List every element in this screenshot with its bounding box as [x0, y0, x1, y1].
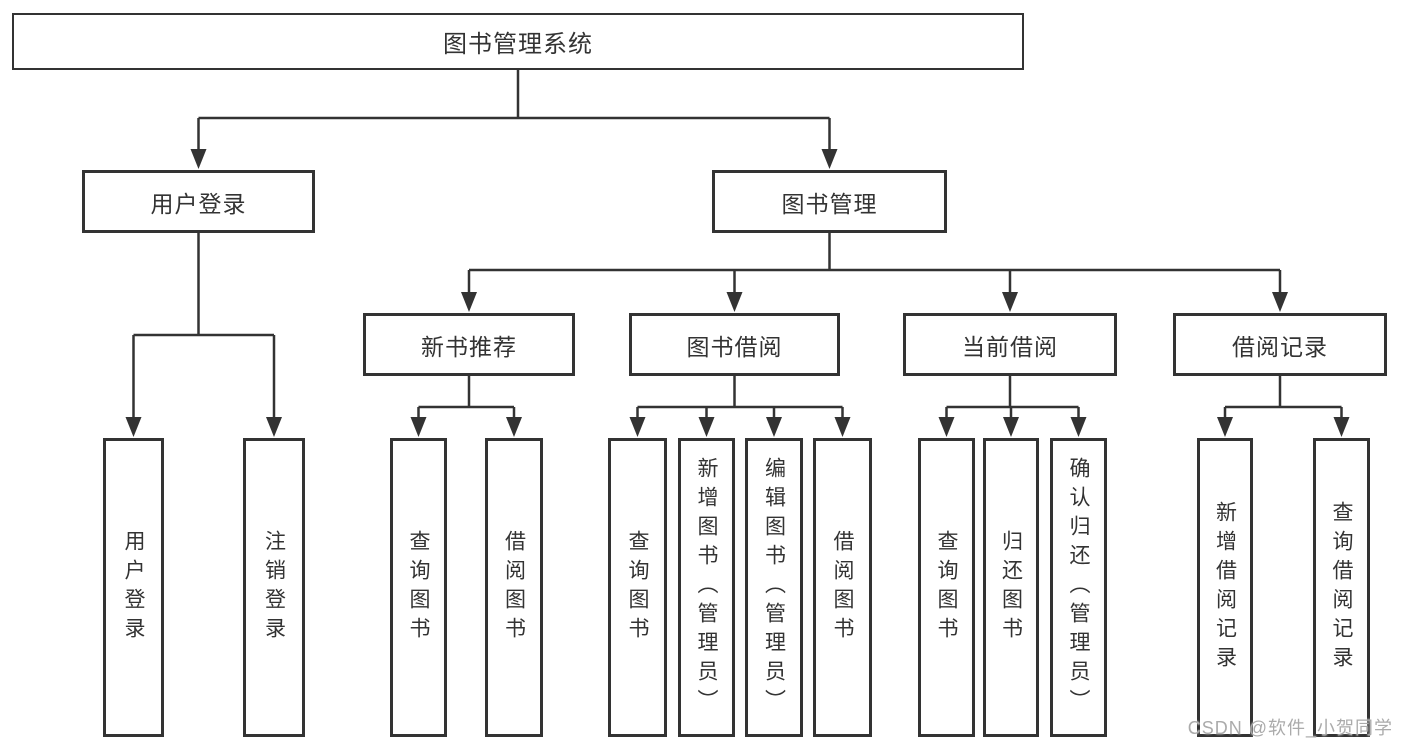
- leaf-add-borrow-record-label: 新增借阅记录: [1213, 500, 1237, 675]
- node-borrowing-records: 借阅记录: [1173, 313, 1387, 376]
- leaf-query-books-recommend: 查询图书: [390, 438, 447, 737]
- node-root-library-management-system: 图书管理系统: [12, 13, 1024, 70]
- leaf-query-books-borrowing-label: 查询图书: [626, 529, 649, 646]
- node-root-label: 图书管理系统: [443, 31, 593, 58]
- leaf-add-borrow-record: 新增借阅记录: [1197, 438, 1253, 737]
- leaf-confirm-return-admin-label: 确认归还（管理员）: [1067, 457, 1090, 718]
- leaf-confirm-return-admin: 确认归还（管理员）: [1050, 438, 1107, 737]
- leaf-user-login: 用户登录: [103, 438, 164, 737]
- leaf-return-books-label: 归还图书: [999, 529, 1023, 646]
- leaf-edit-books-admin: 编辑图书（管理员）: [745, 438, 803, 737]
- leaf-edit-books-admin-label: 编辑图书（管理员）: [762, 457, 786, 718]
- leaf-query-borrow-record-label: 查询借阅记录: [1330, 500, 1353, 675]
- leaf-query-books-recommend-label: 查询图书: [407, 529, 430, 646]
- node-borrowing-records-label: 借阅记录: [1232, 333, 1328, 360]
- node-book-management-label: 图书管理: [781, 190, 878, 217]
- leaf-user-login-label: 用户登录: [122, 529, 145, 646]
- leaf-borrow-books-recommend: 借阅图书: [485, 438, 543, 737]
- leaf-return-books: 归还图书: [983, 438, 1039, 737]
- csdn-watermark: CSDN @软件_小贺同学: [1187, 718, 1393, 738]
- node-user-login-label: 用户登录: [150, 190, 247, 217]
- leaf-query-borrow-record: 查询借阅记录: [1313, 438, 1370, 737]
- leaf-add-books-admin-label: 新增图书（管理员）: [695, 457, 718, 718]
- node-current-borrowing: 当前借阅: [903, 313, 1117, 376]
- leaf-add-books-admin: 新增图书（管理员）: [678, 438, 735, 737]
- leaf-query-books-borrowing: 查询图书: [608, 438, 667, 737]
- node-book-borrowing-label: 图书借阅: [686, 333, 783, 360]
- node-new-book-recommend: 新书推荐: [363, 313, 575, 376]
- node-book-borrowing: 图书借阅: [629, 313, 840, 376]
- leaf-borrow-books-recommend-label: 借阅图书: [502, 529, 526, 646]
- leaf-logout-label: 注销登录: [262, 529, 286, 646]
- node-user-login: 用户登录: [82, 170, 315, 233]
- node-new-book-recommend-label: 新书推荐: [421, 333, 517, 360]
- node-current-borrowing-label: 当前借阅: [962, 333, 1058, 360]
- node-book-management: 图书管理: [712, 170, 947, 233]
- leaf-logout: 注销登录: [243, 438, 305, 737]
- leaf-borrow-books-label: 借阅图书: [831, 529, 854, 646]
- leaf-query-books-current-label: 查询图书: [935, 529, 958, 646]
- leaf-borrow-books: 借阅图书: [813, 438, 872, 737]
- leaf-query-books-current: 查询图书: [918, 438, 975, 737]
